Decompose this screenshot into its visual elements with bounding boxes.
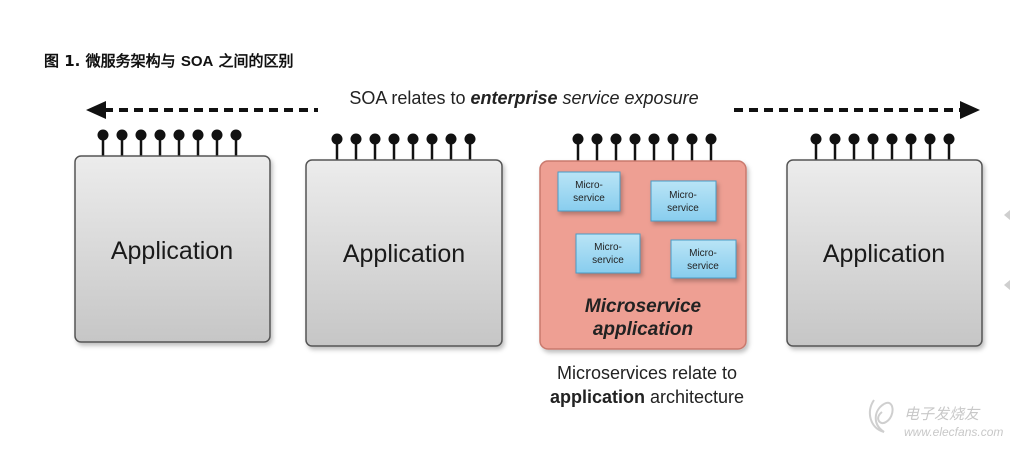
interface-pin	[886, 133, 898, 160]
microservice-label-line1: Micro-	[575, 180, 603, 191]
application-label: Application	[111, 237, 233, 265]
watermark-text: 电子发烧友	[904, 405, 981, 423]
caption-middle: 微服务架构与	[80, 52, 181, 70]
interface-pin	[369, 133, 381, 160]
microservice-label-line1: Micro-	[594, 242, 622, 253]
arrow-left-head	[86, 101, 106, 119]
interface-pin	[407, 133, 419, 160]
microservice-label-line2: service	[667, 203, 699, 214]
microservice-app-label-line1: Microservice	[585, 296, 702, 317]
interface-pin	[943, 133, 955, 160]
edge-markers	[1004, 210, 1010, 290]
interface-pin	[629, 133, 641, 161]
interface-pin	[426, 133, 438, 160]
interface-pin	[572, 133, 584, 161]
interface-pin	[648, 133, 660, 161]
microservice-label-line1: Micro-	[669, 190, 697, 201]
microservice-4: Micro- service	[670, 239, 737, 279]
interface-pin	[97, 129, 109, 156]
microservices-note: Microservices relate to application arch…	[550, 363, 744, 407]
interface-pin	[116, 129, 128, 156]
interface-pin	[705, 133, 717, 161]
figure-caption: 图 1. 微服务架构与 SOA 之间的区别	[44, 50, 294, 71]
microservice-3: Micro- service	[575, 233, 641, 274]
service-interface-pins	[97, 129, 955, 161]
interface-pin	[211, 129, 223, 156]
interface-pin	[230, 129, 242, 156]
microservice-1: Micro- service	[557, 171, 621, 212]
interface-pin	[591, 133, 603, 161]
watermark-logo-icon	[868, 399, 894, 433]
application-label: Application	[823, 240, 945, 268]
caption-soa: SOA	[180, 53, 214, 70]
interface-pin	[350, 133, 362, 160]
caption-prefix: 图 1.	[44, 52, 81, 70]
interface-pin	[867, 133, 879, 160]
caption-suffix: 之间的区别	[213, 52, 294, 70]
interface-pin	[829, 133, 841, 160]
microservice-app-label-line2: application	[593, 319, 693, 340]
interface-pin	[445, 133, 457, 160]
interface-pin	[388, 133, 400, 160]
microservice-label-line2: service	[573, 193, 605, 204]
microservice-label-line2: service	[687, 261, 719, 272]
application-label: Application	[343, 240, 465, 268]
interface-pin	[905, 133, 917, 160]
interface-pin	[686, 133, 698, 161]
interface-pin	[331, 133, 343, 160]
interface-pin	[667, 133, 679, 161]
microservice-application-box: Micro- service Micro- service Micro- ser…	[539, 160, 747, 350]
note-line2: application architecture	[550, 387, 744, 407]
watermark-url: www.elecfans.com	[904, 425, 1003, 439]
interface-pin	[810, 133, 822, 160]
interface-pin	[192, 129, 204, 156]
application-box-1: Application	[74, 155, 271, 343]
enterprise-exposure-arrow: SOA relates to enterprise service exposu…	[86, 86, 980, 119]
application-box-2: Application	[305, 159, 503, 347]
interface-pin	[610, 133, 622, 161]
microservice-label-line2: service	[592, 255, 624, 266]
interface-pin	[154, 129, 166, 156]
interface-pin	[924, 133, 936, 160]
interface-pin	[173, 129, 185, 156]
microservice-2: Micro- service	[650, 180, 717, 222]
arrow-label: SOA relates to enterprise service exposu…	[349, 88, 698, 108]
interface-pin	[135, 129, 147, 156]
watermark: 电子发烧友 www.elecfans.com	[868, 399, 1003, 439]
microservice-label-line1: Micro-	[689, 248, 717, 259]
interface-pin	[464, 133, 476, 160]
application-box-3: Application	[786, 159, 983, 347]
arrow-right-head	[960, 101, 980, 119]
interface-pin	[848, 133, 860, 160]
note-line1: Microservices relate to	[557, 363, 737, 383]
